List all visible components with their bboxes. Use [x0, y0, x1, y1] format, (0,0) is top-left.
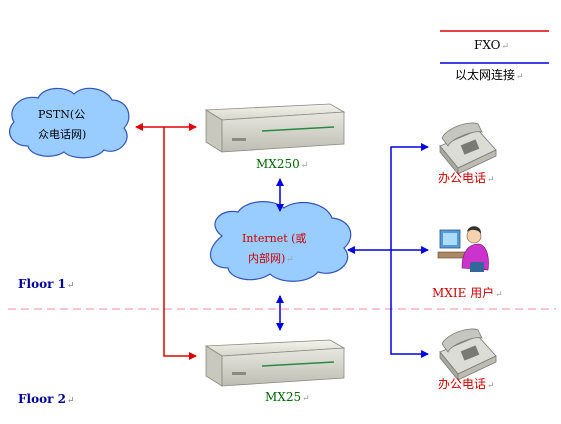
- legend-ethernet-label: 以太网连接↵: [455, 68, 524, 84]
- mx250-device: [204, 103, 346, 153]
- mx25-label-text: MX25: [265, 390, 302, 404]
- return-mark: ↵: [66, 281, 75, 291]
- office-phone-2-icon: [439, 328, 497, 382]
- floor2-label-text: Floor 2: [18, 392, 66, 406]
- internet-label-2: 内部网)↵: [248, 252, 294, 267]
- internet-label-line1: Internet (或: [242, 232, 307, 245]
- legend-fxo-text: FXO: [474, 38, 501, 52]
- pstn-label-line2: 众电话网): [38, 128, 87, 141]
- phone2-label: 办公电话↵: [438, 377, 495, 393]
- internet-label: Internet (或: [242, 232, 306, 246]
- mx250-label-text: MX250: [256, 157, 300, 171]
- return-mark: ↵: [487, 381, 495, 391]
- pstn-label-2: 众电话网): [38, 128, 86, 142]
- mx25-label: MX25↵: [265, 390, 310, 406]
- phone1-label-text: 办公电话: [438, 171, 487, 185]
- phone2-label-text: 办公电话: [438, 377, 487, 391]
- pstn-cloud: [9, 87, 130, 159]
- legend-fxo-label: FXO↵: [474, 38, 509, 54]
- return-mark: ↵: [300, 161, 309, 171]
- office-phone-1-icon: [439, 122, 497, 176]
- floor1-label-text: Floor 1: [18, 277, 66, 291]
- mx250-label: MX250↵: [256, 157, 308, 173]
- return-mark: ↵: [286, 255, 294, 265]
- floor1-label: Floor 1↵: [18, 277, 74, 293]
- mxie-label: MXIE 用户↵: [432, 286, 503, 302]
- internet-cloud: [210, 201, 352, 282]
- floor2-label: Floor 2↵: [18, 392, 74, 408]
- fxo-link-pstn-mx25: [163, 127, 197, 360]
- mxie-label-text: MXIE 用户: [432, 286, 495, 300]
- return-mark: ↵: [516, 72, 524, 82]
- return-mark: ↵: [302, 394, 310, 404]
- mx25-device: [204, 339, 346, 387]
- return-mark: ↵: [487, 175, 495, 185]
- return-mark: ↵: [501, 42, 510, 52]
- return-mark: ↵: [66, 396, 75, 406]
- phone1-label: 办公电话↵: [438, 171, 495, 187]
- pstn-label: PSTN(公: [38, 108, 85, 122]
- pstn-label-line1: PSTN(公: [38, 108, 86, 121]
- internet-label-line2: 内部网): [248, 252, 286, 265]
- return-mark: ↵: [495, 290, 503, 300]
- legend-ethernet-text: 以太网连接: [455, 68, 516, 82]
- mxie-user-icon: [437, 226, 489, 272]
